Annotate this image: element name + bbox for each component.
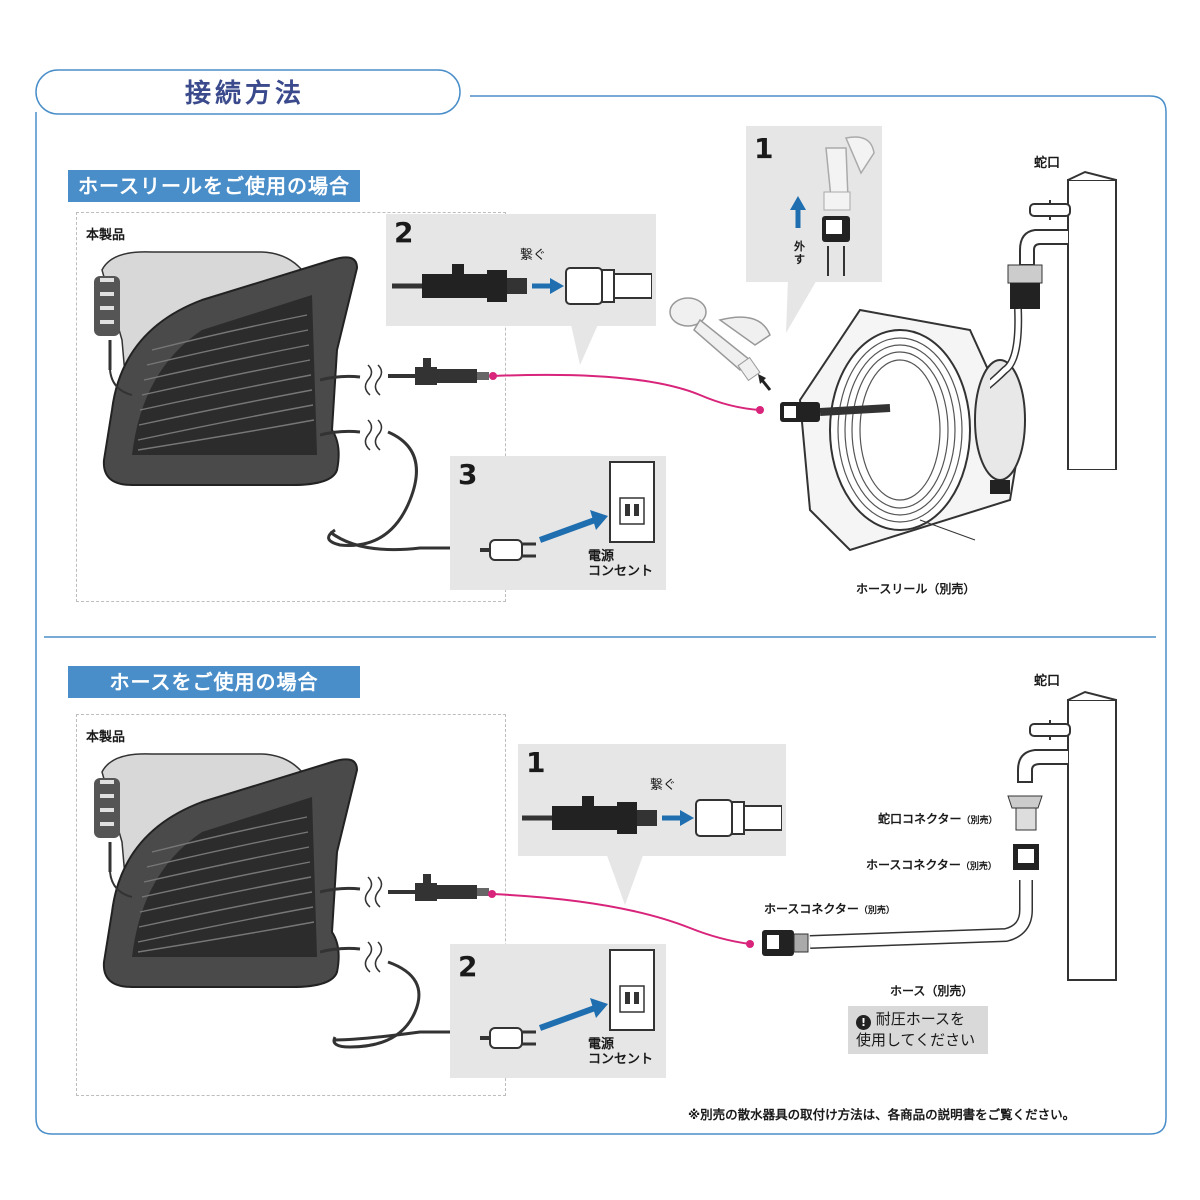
- faucet-connector-name: 蛇口コネクター: [878, 812, 962, 826]
- hose-reel-label: ホースリール（別売）: [856, 582, 976, 596]
- spray-gun-icon: [669, 297, 772, 391]
- remove-label: 外す: [794, 240, 805, 266]
- outlet-label-hose: 電源 コンセント: [588, 1037, 653, 1067]
- hose-connector-left-note: （別売）: [858, 906, 895, 916]
- outlet-label-line1: 電源: [588, 549, 615, 564]
- outlet-label-line2: コンセント: [588, 564, 654, 579]
- hose-connector-left-name: ホースコネクター: [764, 902, 859, 916]
- faucet-hose-icon: [762, 690, 1117, 981]
- step-number-2: 2: [394, 216, 414, 249]
- product-label-reel: 本製品: [86, 228, 126, 243]
- connect-label: 繋ぐ: [650, 778, 677, 793]
- faucet-connector-note: （別売）: [961, 816, 998, 826]
- hose-connector-top-name: ホースコネクター: [866, 858, 961, 872]
- hose-connector-top-note: （別売）: [960, 862, 997, 872]
- callout-pointer: [570, 320, 600, 365]
- warning-line2: 使用してください: [856, 1031, 976, 1049]
- plug-and-outlet-icon: [480, 461, 655, 561]
- faucet-label-hose: 蛇口: [1034, 674, 1061, 689]
- hose-connector-label-top: ホースコネクター（別売）: [866, 856, 997, 873]
- step-number-3: 3: [458, 458, 478, 491]
- plug-and-outlet-icon: [480, 949, 655, 1049]
- page-title: 接続方法: [184, 79, 305, 109]
- power-and-water-cables: [320, 874, 489, 1049]
- spray-nozzle-detach-icon: [790, 136, 875, 276]
- hose-label: ホース（別売）: [890, 984, 974, 998]
- faucet-connector-label: 蛇口コネクター（別売）: [878, 810, 998, 827]
- connector-coupling-icon: [392, 264, 652, 305]
- outlet-label-line2: コンセント: [588, 1052, 654, 1067]
- hose-connector-label-left: ホースコネクター（別売）: [764, 900, 895, 917]
- pressure-hose-warning: ! 耐圧ホースを 使用してください: [848, 1006, 988, 1054]
- exclamation-circle-icon: !: [856, 1015, 871, 1030]
- fan-device-icon: [94, 251, 359, 486]
- faucet-label-reel: 蛇口: [1034, 156, 1061, 171]
- hose-reel-icon: [780, 308, 1026, 552]
- outlet-label-reel: 電源 コンセント: [588, 549, 653, 579]
- outlet-label-line1: 電源: [588, 1037, 615, 1052]
- section-reel-heading: ホースリールをご使用の場合: [68, 170, 360, 202]
- faucet-post-icon: [990, 170, 1117, 470]
- footer-note: ※別売の散水器具の取付け方法は、各商品の説明書をご覧ください。: [688, 1107, 1076, 1122]
- fan-device-icon: [94, 753, 359, 988]
- step-panel-connect-hose: [518, 744, 786, 856]
- product-label-hose: 本製品: [86, 730, 126, 745]
- section-hose-heading: ホースをご使用の場合: [68, 666, 360, 698]
- connector-coupling-icon: [522, 796, 782, 837]
- step-number-1: 1: [754, 132, 774, 165]
- warning-line1: 耐圧ホースを: [875, 1010, 966, 1028]
- step-number-2: 2: [458, 950, 478, 983]
- callout-pointer: [605, 850, 645, 905]
- callout-pointer: [786, 278, 818, 333]
- connect-label: 繋ぐ: [520, 248, 547, 263]
- step-number-1: 1: [526, 746, 546, 779]
